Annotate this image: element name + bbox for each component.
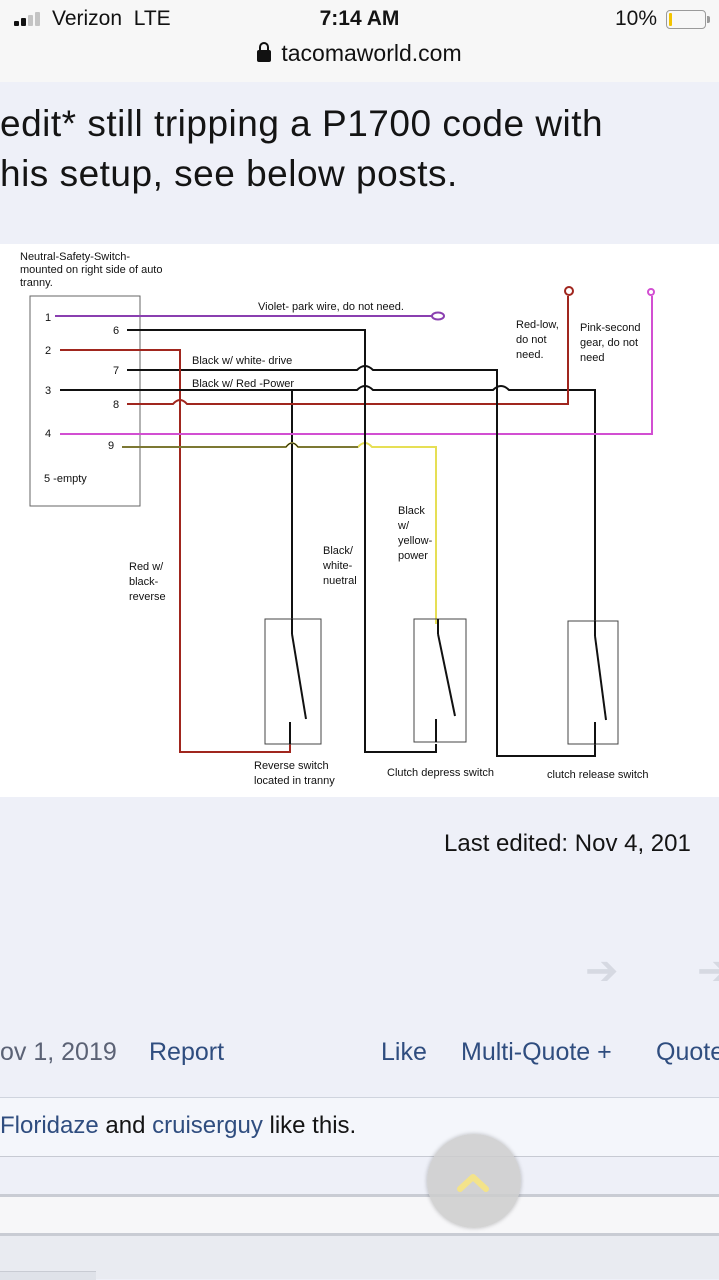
report-link[interactable]: Report [149,1038,225,1066]
post-date[interactable]: ov 1, 2019 [0,1038,117,1066]
multi-quote-link[interactable]: Multi-Quote + [461,1038,612,1066]
diagram-title: Neutral-Safety-Switch-mounted on right s… [20,251,162,289]
likes-and: and [105,1112,146,1139]
pin-7: 7 [113,365,119,377]
clutch-depress-switch [413,618,467,743]
pin-4: 4 [45,428,51,440]
pin-3: 3 [45,385,51,397]
divider-band [0,1194,719,1236]
black-wire-drive [291,364,596,757]
label-black-white-drive: Black w/ white- drive [192,355,292,367]
pin-5: 5 -empty [44,473,87,485]
bottom-tab [0,1271,96,1280]
label-clutch-release: clutch release switch [547,769,649,781]
post-body: edit* still tripping a P1700 code with h… [0,82,719,244]
pin-6: 6 [113,325,119,337]
edit-note: edit* still tripping a P1700 code with h… [0,103,604,194]
spacer [0,1157,719,1194]
carrier-label: Verizon LTE [52,7,171,30]
status-bar: Verizon LTE 7:14 AM 10% tacomaworld.com [0,0,719,83]
violet-wire [55,311,445,321]
arrow-left-icon[interactable]: ➔ [585,949,619,993]
pin-8: 8 [113,399,119,411]
reverse-switch [264,618,322,745]
label-clutch-depress: Clutch depress switch [387,767,494,779]
wiring-diagram-image: Neutral-Safety-Switch-mounted on right s… [0,244,719,797]
clock: 7:14 AM [319,7,400,30]
clutch-release-switch [567,620,619,745]
likes-suffix: like this. [269,1112,357,1139]
label-violet: Violet- park wire, do not need. [258,301,404,313]
last-edited: Last edited: Nov 4, 201 [444,830,691,857]
arrow-right-icon[interactable]: ➔ [697,949,719,993]
page-bottom [0,1236,719,1279]
battery-icon [666,10,710,29]
neutral-safety-switch-box [29,295,141,507]
red-wire-pin2 [60,349,291,753]
pin-2: 2 [45,345,51,357]
likes-bar: Floridaze and cruiserguy like this. [0,1097,719,1158]
label-black-white-neutral: Black/white-nuetral [322,545,357,587]
signal-icon [14,10,48,26]
lock-icon [257,42,272,62]
pin-9: 9 [108,440,114,452]
post-actions: ov 1, 2019 Report Like Multi-Quote + Quo… [0,1038,719,1072]
scroll-to-top-button[interactable] [427,1134,521,1228]
pin-1: 1 [45,312,51,324]
address-bar[interactable]: tacomaworld.com [0,40,719,67]
chevron-up-icon [457,1174,489,1192]
liker-link[interactable]: cruiserguy [152,1112,263,1139]
red-low-wire-pin8 [127,286,574,405]
liker-link[interactable]: Floridaze [0,1112,99,1139]
label-red-black-reverse: Red w/black-reverse [129,561,166,603]
quote-link[interactable]: Quote [656,1038,719,1066]
black-wire-pin6 [127,329,498,380]
yellow-wire-pin9 [122,442,437,624]
like-link[interactable]: Like [381,1038,427,1066]
pink-wire-pin4 [60,288,655,435]
label-black-red-power: Black w/ Red -Power [192,378,294,390]
battery-percent: 10% [614,7,657,30]
url-text: tacomaworld.com [281,40,462,66]
